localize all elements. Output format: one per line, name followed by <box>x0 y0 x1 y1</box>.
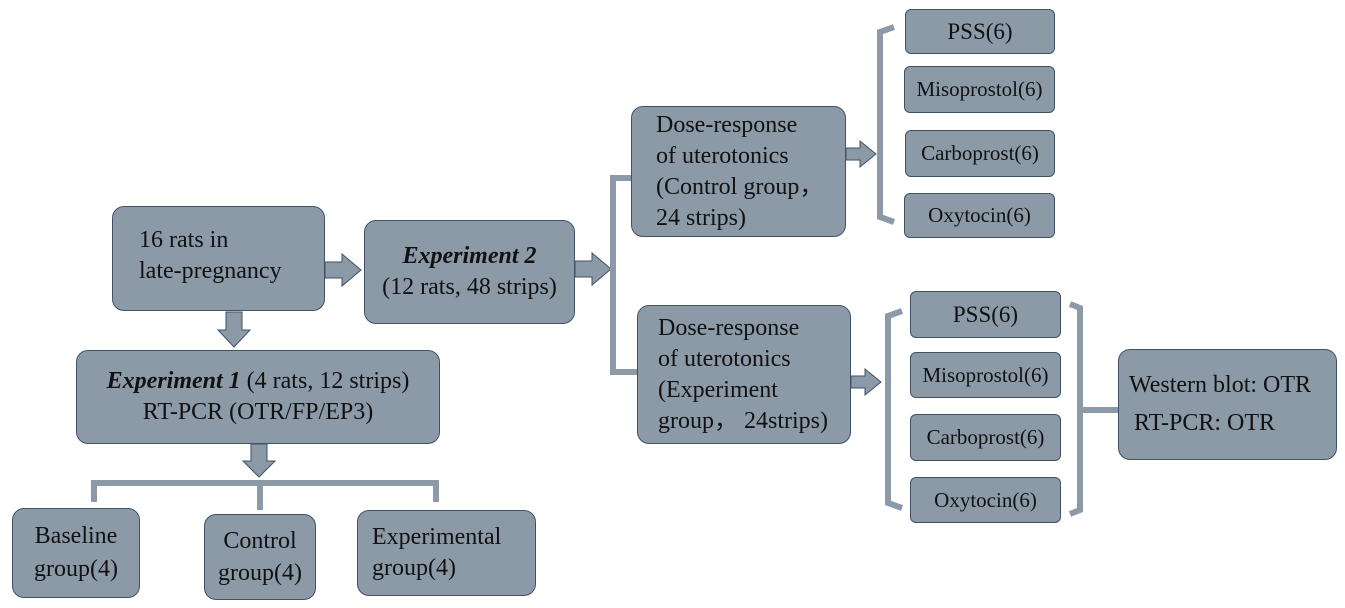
dose-experiment-line3: (Experiment <box>658 377 778 403</box>
experiment-1-detail: (4 rats, 12 strips) <box>240 368 410 394</box>
experiment-drug-carboprost: Carboprost(6) <box>910 414 1061 461</box>
dose-control-line4: 24 strips) <box>656 205 746 231</box>
control-group-line1: Control <box>223 528 297 554</box>
branch-bracket-exp2 <box>610 175 637 375</box>
arrow-start-to-exp1 <box>216 311 252 348</box>
arrow-exp2-to-branch <box>574 251 612 287</box>
start-line1: 16 rats in <box>139 227 229 253</box>
experiment-1-method: RT-PCR (OTR/FP/EP3) <box>142 399 374 425</box>
baseline-group-line1: Baseline <box>34 523 118 549</box>
experiment-drug-oxytocin: Oxytocin(6) <box>910 477 1061 523</box>
experimental-group-box: Experimental group(4) <box>357 510 536 596</box>
experimental-group-line1: Experimental <box>372 524 502 550</box>
arrow-dose-experiment <box>850 367 882 397</box>
bracket-experiment-drugs-left <box>885 308 904 511</box>
arrow-start-to-exp2 <box>324 252 362 288</box>
control-drug-oxytocin: Oxytocin(6) <box>904 193 1055 238</box>
experiment-1-header: Experiment 1 (4 rats, 12 strips) <box>107 366 410 397</box>
start-box: 16 rats in late-pregnancy <box>112 206 325 311</box>
experiment-drug-misoprostol: Misoprostol(6) <box>910 352 1061 398</box>
arrow-exp1-to-groups <box>241 443 277 478</box>
dose-experiment-line4: group， 24strips) <box>658 408 828 434</box>
control-drug-pss: PSS(6) <box>905 9 1055 54</box>
experiment-1-title: Experiment 1 <box>106 368 241 394</box>
dose-response-experiment-box: Dose-response of uterotonics (Experiment… <box>637 305 851 444</box>
control-drug-carboprost: Carboprost(6) <box>905 130 1055 177</box>
analysis-box: Western blot: OTR RT-PCR: OTR <box>1118 349 1337 460</box>
control-group-box: Control group(4) <box>204 514 316 600</box>
analysis-line2: RT-PCR: OTR <box>1134 410 1276 436</box>
experiment-2-title: Experiment 2 <box>402 243 537 269</box>
start-line2: late-pregnancy <box>139 258 282 284</box>
dose-experiment-line2: of uterotonics <box>658 346 791 372</box>
baseline-group-line2: group(4) <box>34 556 118 582</box>
experiment-drug-pss: PSS(6) <box>910 291 1061 338</box>
dose-control-line3: (Control group， <box>656 174 824 200</box>
dose-response-control-box: Dose-response of uterotonics (Control gr… <box>631 106 846 237</box>
bracket-exp1-groups <box>91 480 439 510</box>
analysis-line1: Western blot: OTR <box>1129 372 1312 398</box>
arrow-dose-control <box>845 139 877 169</box>
bracket-experiment-drugs-right <box>1068 301 1118 517</box>
experiment-2-detail: (12 rats, 48 strips) <box>382 274 557 300</box>
dose-control-line1: Dose-response <box>656 112 798 138</box>
baseline-group-box: Baseline group(4) <box>12 508 140 598</box>
bracket-control-drugs <box>877 24 896 225</box>
dose-control-line2: of uterotonics <box>656 143 789 169</box>
experiment-1-box: Experiment 1 (4 rats, 12 strips) RT-PCR … <box>76 350 440 444</box>
control-group-line2: group(4) <box>218 560 302 586</box>
dose-experiment-line1: Dose-response <box>658 315 800 341</box>
experimental-group-line2: group(4) <box>372 555 456 581</box>
control-drug-misoprostol: Misoprostol(6) <box>904 66 1055 113</box>
experiment-2-box: Experiment 2 (12 rats, 48 strips) <box>364 220 575 324</box>
